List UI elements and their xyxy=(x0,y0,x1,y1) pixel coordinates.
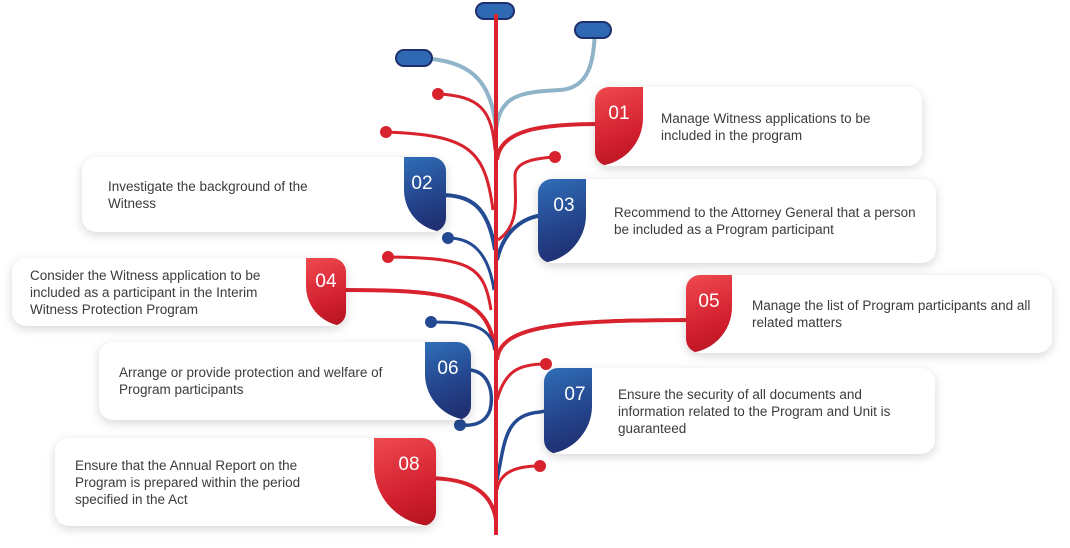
branch-05 xyxy=(495,318,701,361)
step-card-03: 03 Recommend to the Attorney General tha… xyxy=(538,179,936,263)
step-text: Recommend to the Attorney General that a… xyxy=(614,205,916,237)
step-card-07: 07 Ensure the security of all documents … xyxy=(544,368,935,454)
step-text: Arrange or provide protection and welfar… xyxy=(119,365,383,397)
step-card-08: Ensure that the Annual Report on the Pro… xyxy=(55,438,436,526)
step-card-01: 01 Manage Witness applications to be inc… xyxy=(595,87,922,166)
step-card-05: 05 Manage the list of Program participan… xyxy=(686,275,1052,353)
branch-red-twig-1 xyxy=(437,92,497,151)
step-number: 02 xyxy=(411,173,433,194)
step-number-tab: 06 xyxy=(425,342,471,420)
branch-red-twig-5 xyxy=(495,362,547,401)
step-number: 08 xyxy=(398,454,420,475)
branch-04 xyxy=(339,288,497,351)
step-number-tab: 02 xyxy=(404,157,446,232)
branch-red-twig-2 xyxy=(385,130,495,211)
branch-top-left xyxy=(419,56,498,131)
step-number: 06 xyxy=(437,358,459,379)
step-number: 03 xyxy=(553,195,575,216)
branch-blue-twig-1 xyxy=(447,236,496,291)
step-number-tab: 07 xyxy=(544,368,592,454)
step-card-02: Investigate the background of the Witnes… xyxy=(82,157,446,232)
branch-red-twig-4 xyxy=(387,255,493,311)
step-text: Investigate the background of the Witnes… xyxy=(108,178,308,211)
step-number: 05 xyxy=(698,291,720,312)
branch-02 xyxy=(439,193,497,251)
step-number: 01 xyxy=(608,103,630,124)
step-text: Manage the list of Program participants … xyxy=(752,298,1031,330)
branch-top-right xyxy=(494,29,597,131)
capsule-left xyxy=(395,49,433,67)
step-text: Ensure the security of all documents and… xyxy=(618,386,891,436)
step-text: Ensure that the Annual Report on the Pro… xyxy=(75,457,301,507)
step-number-tab: 03 xyxy=(538,179,586,263)
step-number: 04 xyxy=(315,271,337,292)
step-number-tab: 04 xyxy=(306,258,346,326)
branch-red-twig-6 xyxy=(495,464,541,491)
capsule-right xyxy=(574,21,612,39)
step-text: Manage Witness applications to be includ… xyxy=(661,110,871,143)
branch-06 xyxy=(459,368,494,428)
branch-blue-twig-2 xyxy=(430,320,497,351)
step-text: Consider the Witness application to be i… xyxy=(30,267,261,317)
step-number-tab: 08 xyxy=(374,438,436,526)
branch-01 xyxy=(495,122,601,161)
step-number-tab: 01 xyxy=(595,87,643,166)
step-number-tab: 05 xyxy=(686,275,732,353)
step-card-04: Consider the Witness application to be i… xyxy=(12,258,346,326)
step-number: 07 xyxy=(564,384,586,405)
step-card-06: Arrange or provide protection and welfar… xyxy=(99,342,471,420)
branch-red-twig-3 xyxy=(497,155,556,242)
